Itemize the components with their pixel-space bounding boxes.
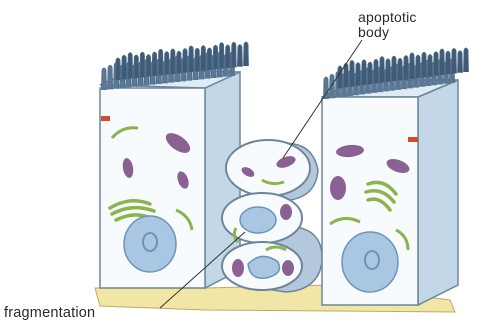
microvillus [164,52,169,75]
microvillus [416,55,421,78]
microvillus [195,48,200,71]
microvillus [128,53,133,79]
microvillus [404,56,409,80]
apoptotic-body-label-line1: apoptotic [358,10,417,25]
microvillus [213,45,218,69]
microvillus [386,59,391,82]
microvillus [422,52,427,77]
microvillus [201,46,206,71]
microvillus [207,48,212,70]
right-epithelial-cell [322,48,469,305]
microvillus [440,49,445,75]
left-tight-junction [101,116,110,121]
microvillus [108,65,113,89]
microvillus [140,52,145,77]
microvillus [158,49,163,75]
mitochondrion [330,176,346,200]
microvillus [392,56,397,81]
nucleus [342,232,398,292]
microvillus [452,49,457,74]
microvillus [464,48,469,72]
microvillus [458,51,463,73]
microvillus [244,42,249,66]
microvillus [428,55,433,77]
microvillus [330,74,335,98]
microvillus [350,60,355,86]
apoptotic-body [226,140,310,196]
microvillus [410,53,415,79]
microvillus [170,49,175,74]
microvillus [356,63,361,86]
nuclear-fragment [248,256,280,278]
microvillus [434,52,439,76]
microvillus [183,49,188,73]
microvillus [102,68,107,90]
microvillus [374,59,379,83]
microvillus [146,55,151,77]
microvillus [338,66,343,88]
nuclear-fragment [240,207,276,233]
microvillus [134,55,139,78]
microvillus [380,57,385,83]
fragmentation-label: fragmentation [4,306,95,321]
nucleus [124,216,176,272]
microvillus [398,58,403,80]
microvillus [446,51,451,74]
microvillus [368,62,373,84]
microvillus [237,45,242,67]
microvillus [362,60,367,85]
microvillus [219,43,224,69]
microvillus [225,45,230,68]
microvillus [189,46,194,72]
apoptotic-body-label-line2: body [358,25,417,40]
apoptotic-bodies [222,140,322,292]
microvillus [116,58,121,80]
microvillus [231,42,236,67]
apoptotic-body-label: apoptotic body [358,10,417,40]
right-tight-junction [408,137,418,142]
microvillus [122,55,127,79]
microvillus [176,51,181,73]
microvillus [152,52,157,76]
